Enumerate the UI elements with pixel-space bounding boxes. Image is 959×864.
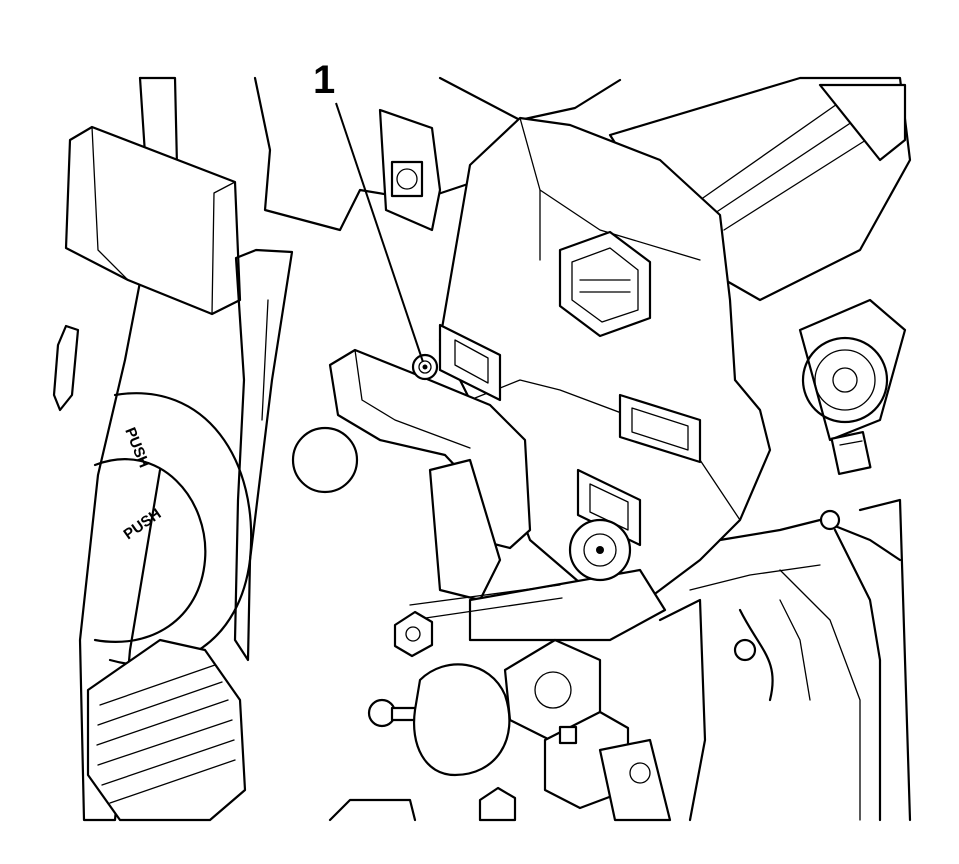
tilt-gear [798, 298, 907, 442]
upper-slot [438, 323, 502, 402]
stud-bolt [367, 698, 418, 728]
callout-leader-line [335, 102, 424, 363]
lower-bearing-hub [568, 518, 632, 582]
callout-label: 1 [313, 58, 335, 102]
connector-block [558, 230, 652, 338]
pedal-boot-disc: PUSH PUSH [93, 392, 253, 667]
brake-booster-frame [779, 498, 912, 822]
pedal-text-upper: PUSH [121, 425, 152, 470]
lower-bracket-right [598, 598, 707, 822]
brake-pedal-arm [233, 248, 359, 662]
bolt-fastener [411, 353, 439, 381]
round-knob [412, 663, 511, 777]
lower-column-shaft [409, 458, 667, 642]
mid-slot [576, 468, 642, 547]
accelerator-pad [86, 638, 247, 822]
knee-bolster-bracket [64, 125, 242, 316]
wiring-harness [689, 518, 902, 702]
callout-1: 1 [313, 58, 424, 363]
bottom-fasteners [328, 786, 517, 822]
lower-slot [618, 393, 702, 464]
upper-bracket [253, 76, 622, 232]
pedal-text-lower: PUSH [121, 505, 165, 543]
nut-left [393, 610, 434, 658]
shaft-clip [830, 430, 872, 476]
